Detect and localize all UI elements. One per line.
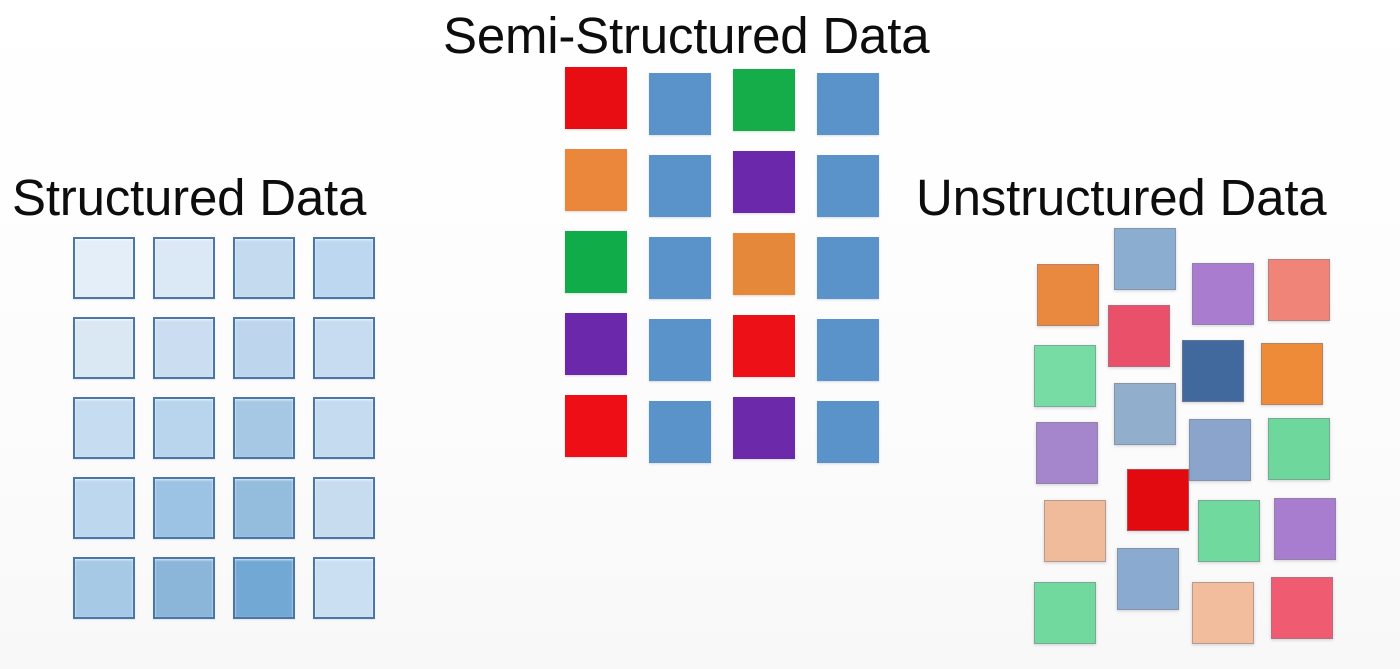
semi-structured-cell-r5-c1 — [565, 395, 627, 457]
unstructured-square-orchid — [1274, 498, 1336, 560]
structured-cell-r3-c3 — [233, 397, 295, 459]
structured-cell-r3-c1 — [73, 397, 135, 459]
semi-structured-cell-r2-c3 — [733, 151, 795, 213]
structured-cell-r5-c4 — [313, 557, 375, 619]
unstructured-square-mint — [1034, 345, 1096, 407]
unstructured-square-peach — [1044, 500, 1106, 562]
structured-cell-r3-c2 — [153, 397, 215, 459]
structured-cell-r2-c3 — [233, 317, 295, 379]
semi-structured-cell-r5-c2 — [649, 401, 711, 463]
unstructured-square-red — [1127, 469, 1189, 531]
structured-cell-r4-c3 — [233, 477, 295, 539]
unstructured-square-steel — [1114, 383, 1176, 445]
unstructured-square-mint-3 — [1198, 500, 1260, 562]
structured-cell-r2-c4 — [313, 317, 375, 379]
semi-structured-cell-r2-c2 — [649, 155, 711, 217]
structured-cell-r4-c4 — [313, 477, 375, 539]
structured-cell-r1-c4 — [313, 237, 375, 299]
structured-cell-r2-c2 — [153, 317, 215, 379]
unstructured-square-mint-2 — [1268, 418, 1330, 480]
semi-structured-cell-r2-c4 — [817, 155, 879, 217]
semi-structured-cell-r3-c1 — [565, 231, 627, 293]
semi-structured-cell-r4-c4 — [817, 319, 879, 381]
structured-cell-r3-c4 — [313, 397, 375, 459]
structured-cell-r2-c1 — [73, 317, 135, 379]
unstructured-square-mint-4 — [1034, 582, 1096, 644]
structured-cell-r1-c3 — [233, 237, 295, 299]
semi-structured-cell-r1-c1 — [565, 67, 627, 129]
semi-structured-cell-r5-c3 — [733, 397, 795, 459]
unstructured-square-salmon — [1268, 259, 1330, 321]
semi-structured-cell-r2-c1 — [565, 149, 627, 211]
semi-structured-cell-r1-c2 — [649, 73, 711, 135]
structured-cell-r5-c1 — [73, 557, 135, 619]
semi-structured-cell-r4-c3 — [733, 315, 795, 377]
semi-structured-cell-r3-c2 — [649, 237, 711, 299]
unstructured-square-crimson — [1108, 305, 1170, 367]
semi-structured-cell-r5-c4 — [817, 401, 879, 463]
unstructured-data-title: Unstructured Data — [916, 169, 1327, 226]
structured-cell-r5-c3 — [233, 557, 295, 619]
structured-cell-r1-c2 — [153, 237, 215, 299]
unstructured-square-peach-2 — [1192, 582, 1254, 644]
unstructured-square-violet — [1036, 422, 1098, 484]
semi-structured-cell-r3-c4 — [817, 237, 879, 299]
semi-structured-data-title: Semi-Structured Data — [443, 7, 930, 64]
structured-cell-r4-c1 — [73, 477, 135, 539]
unstructured-square-purple — [1192, 263, 1254, 325]
semi-structured-cell-r4-c2 — [649, 319, 711, 381]
unstructured-square-rose — [1271, 577, 1333, 639]
unstructured-square-navy — [1182, 340, 1244, 402]
unstructured-square-orange-2 — [1261, 343, 1323, 405]
unstructured-square-slate — [1117, 548, 1179, 610]
structured-cell-r1-c1 — [73, 237, 135, 299]
structured-cell-r4-c2 — [153, 477, 215, 539]
unstructured-square-blue-gray — [1114, 228, 1176, 290]
unstructured-square-orange — [1037, 264, 1099, 326]
semi-structured-cell-r1-c3 — [733, 69, 795, 131]
unstructured-square-periwinkle — [1189, 419, 1251, 481]
semi-structured-cell-r3-c3 — [733, 233, 795, 295]
structured-data-title: Structured Data — [12, 169, 367, 226]
semi-structured-cell-r1-c4 — [817, 73, 879, 135]
structured-cell-r5-c2 — [153, 557, 215, 619]
semi-structured-cell-r4-c1 — [565, 313, 627, 375]
